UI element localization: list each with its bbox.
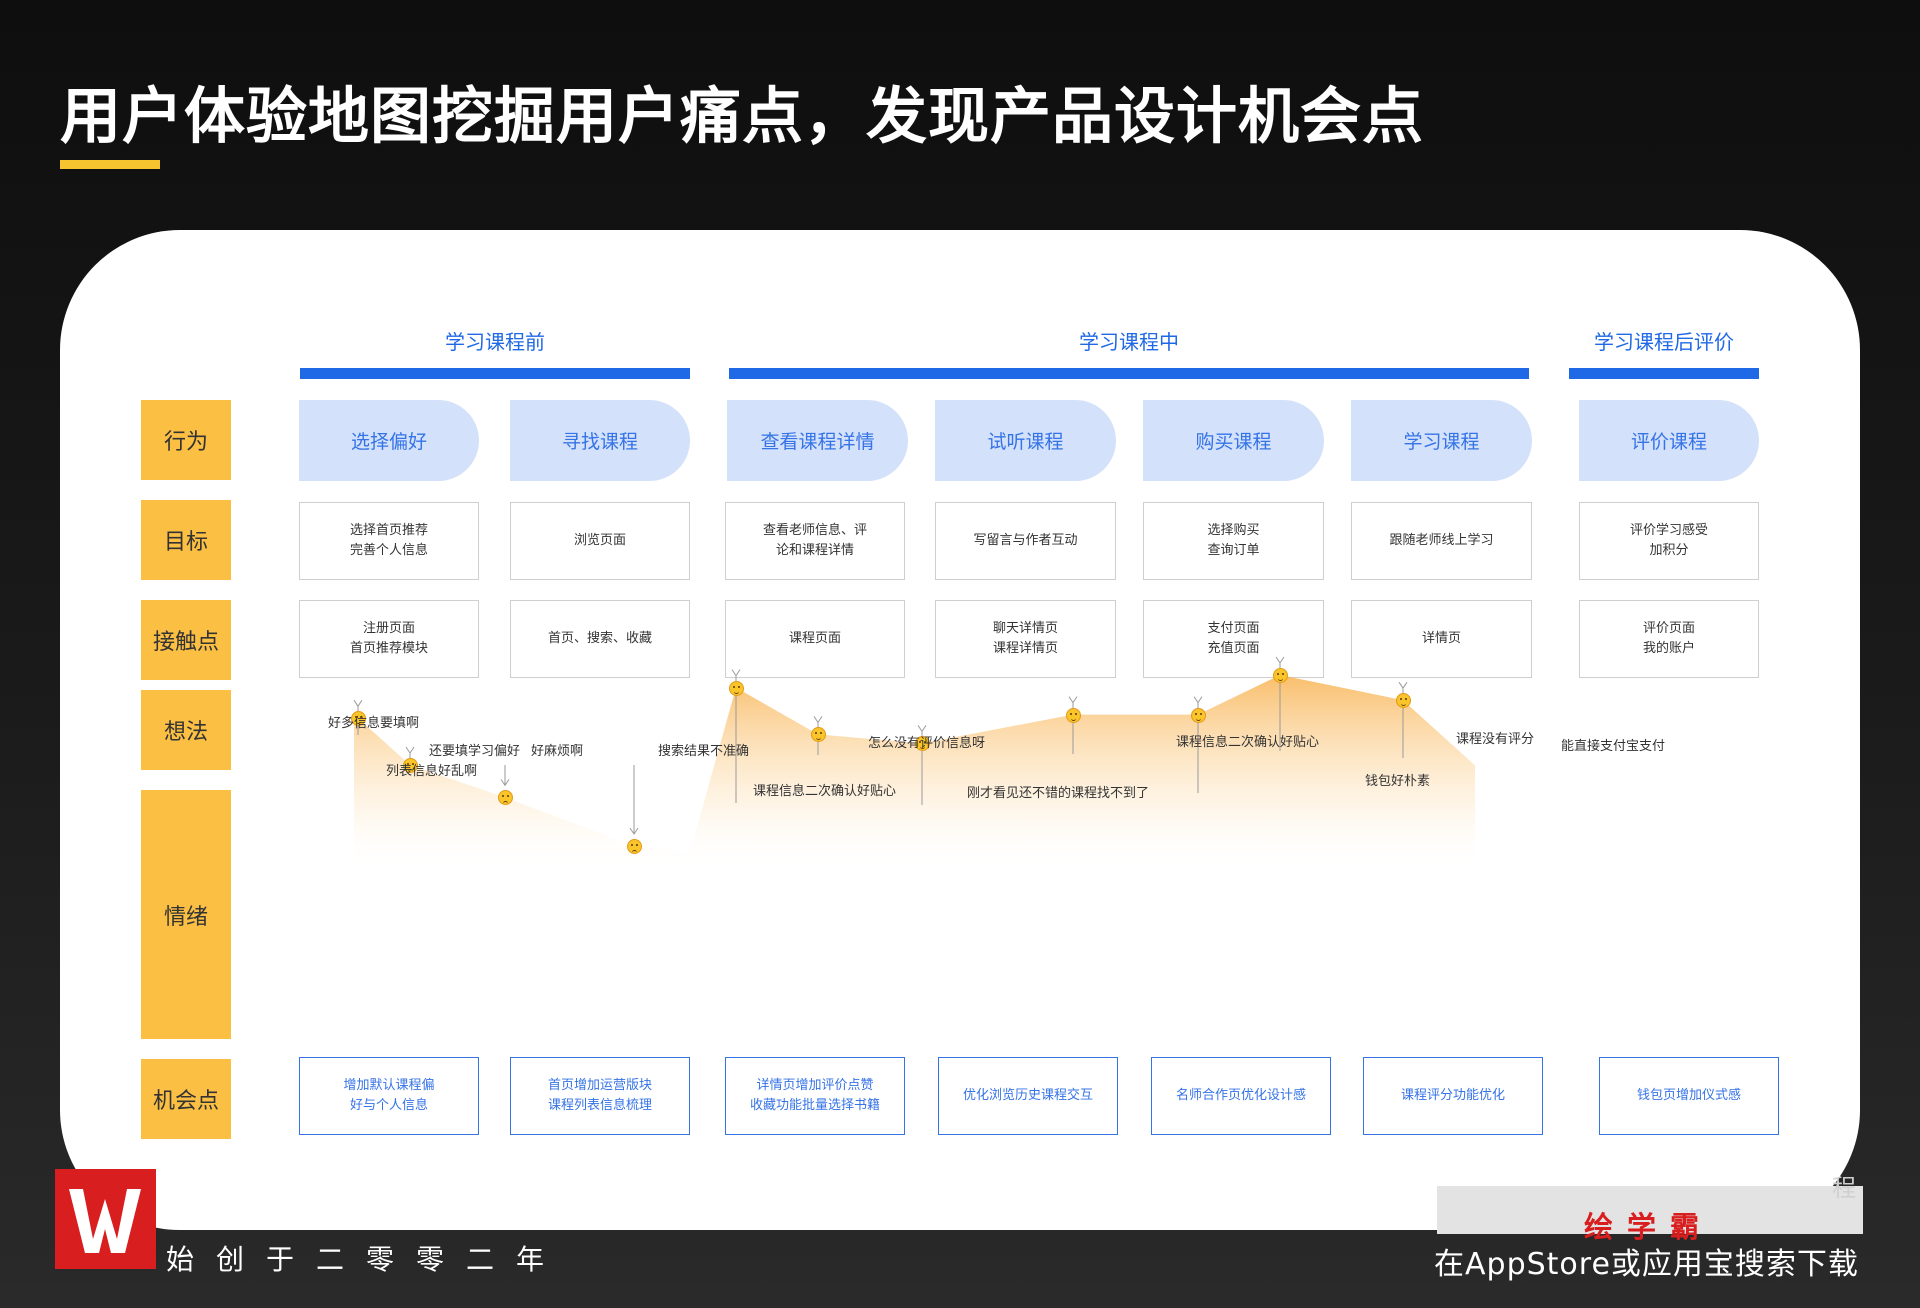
touchpoint-box: 支付页面 充值页面	[1143, 600, 1324, 678]
promo-brand: 绘学霸	[1584, 1210, 1714, 1244]
behavior-find-course: 寻找课程	[510, 400, 690, 481]
behavior-buy-course: 购买课程	[1143, 400, 1324, 481]
stage-label-during: 学习课程中	[1079, 330, 1179, 354]
goal-box: 评价学习感受 加积分	[1579, 502, 1759, 580]
row-label-goal: 目标	[141, 500, 231, 580]
thought-text: 怎么没有评价信息呀	[868, 736, 986, 751]
touchpoint-box: 详情页	[1351, 600, 1532, 678]
touchpoint-box: 首页、搜索、收藏	[510, 600, 690, 678]
row-label-thoughts: 想法	[141, 690, 231, 770]
thought-arrowhead	[1193, 696, 1203, 704]
thought-text: 课程信息二次确认好贴心	[1176, 735, 1320, 750]
touchpoint-box: 注册页面 首页推荐模块	[299, 600, 479, 678]
thought-text: 钱包好朴素	[1365, 774, 1431, 789]
behavior-select-preference: 选择偏好	[299, 400, 479, 481]
emotion-emoji-icon	[1066, 707, 1081, 723]
brand-logo	[55, 1169, 156, 1269]
stage-bar-during	[729, 368, 1529, 379]
thought-arrowhead	[405, 746, 415, 754]
thought-text: 刚才看见还不错的课程找不到了	[967, 786, 1150, 801]
emotion-emoji-icon	[498, 790, 513, 806]
behavior-study-course: 学习课程	[1351, 400, 1532, 481]
thought-text: 还要填学习偏好	[429, 744, 521, 759]
emotion-emoji-icon	[1396, 693, 1411, 709]
emotion-emoji-icon	[1273, 668, 1288, 683]
thought-text: 课程信息二次确认好贴心	[753, 784, 897, 799]
stage-bar-before	[300, 368, 690, 379]
emotion-emoji-icon	[627, 839, 642, 854]
opportunity-box: 名师合作页优化设计感	[1151, 1057, 1331, 1135]
emotion-emoji-icon	[729, 680, 744, 696]
emotion-emoji-icon	[915, 736, 930, 752]
thought-text: 搜索结果不准确	[658, 744, 750, 759]
page-title: 用户体验地图挖掘用户痛点，发现产品设计机会点	[60, 81, 1425, 152]
thought-arrowhead	[353, 699, 363, 708]
opportunity-box: 详情页增加评价点赞 收藏功能批量选择书籍	[725, 1057, 905, 1135]
thought-arrowhead	[731, 669, 741, 677]
behavior-trial-listen: 试听课程	[935, 400, 1116, 481]
row-label-emotion: 情绪	[141, 790, 231, 1039]
row-label-opportunity: 机会点	[141, 1059, 231, 1139]
thought-text: 能直接支付宝支付	[1561, 739, 1666, 754]
download-cta: 在AppStore或应用宝搜索下载	[1434, 1247, 1859, 1282]
behavior-rate-course: 评价课程	[1579, 400, 1759, 481]
emotion-emoji-icon	[811, 727, 826, 743]
emotion-emoji-icon	[351, 711, 366, 727]
emotion-emoji-icon	[1191, 707, 1206, 723]
thought-text: 好麻烦啊	[531, 744, 584, 759]
row-label-touchpoint: 接触点	[141, 600, 231, 680]
opportunity-box: 优化浏览历史课程交互	[938, 1057, 1118, 1135]
stage-bar-after	[1569, 368, 1759, 379]
thought-text: 好多信息要填啊	[328, 716, 420, 731]
thought-text: 课程没有评分	[1456, 732, 1535, 747]
stage-label-after: 学习课程后评价	[1594, 330, 1734, 354]
journey-map-card: 学习课程前 学习课程中 学习课程后评价 行为 目标 接触点 想法 情绪 机会点 …	[60, 230, 1860, 1230]
thought-arrowhead	[1068, 696, 1078, 704]
emotion-emoji-icon	[403, 758, 418, 773]
goal-box: 浏览页面	[510, 502, 690, 580]
thought-arrowhead	[500, 779, 510, 787]
thought-arrowhead	[813, 716, 823, 724]
goal-box: 写留言与作者互动	[935, 502, 1116, 580]
thought-arrowhead	[917, 725, 927, 733]
emotion-area	[354, 675, 1475, 870]
goal-box: 跟随老师线上学习	[1351, 502, 1532, 580]
goal-box: 选择购买 查询订单	[1143, 502, 1324, 580]
goal-box: 选择首页推荐 完善个人信息	[299, 502, 479, 580]
promo-box	[1437, 1186, 1863, 1234]
thought-arrowhead	[629, 827, 639, 835]
title-underline	[60, 160, 160, 169]
row-label-behavior: 行为	[141, 400, 231, 480]
opportunity-box: 增加默认课程偏 好与个人信息	[299, 1057, 479, 1135]
opportunity-box: 课程评分功能优化	[1363, 1057, 1543, 1135]
behavior-view-detail: 查看课程详情	[727, 400, 908, 481]
opportunity-box: 钱包页增加仪式感	[1599, 1057, 1779, 1135]
stage-label-before: 学习课程前	[445, 330, 545, 354]
thought-text: 列表信息好乱啊	[386, 764, 478, 779]
opportunity-box: 首页增加运营版块 课程列表信息梳理	[510, 1057, 690, 1135]
slogan: 始创于二零零二年	[166, 1243, 567, 1276]
touchpoint-box: 课程页面	[725, 600, 905, 678]
thought-arrowhead	[1398, 681, 1408, 690]
touchpoint-box: 聊天详情页 课程详情页	[935, 600, 1116, 678]
goal-box: 查看老师信息、评 论和课程详情	[725, 502, 905, 580]
promo-side-char: 程	[1832, 1174, 1856, 1202]
thought-arrowhead	[1275, 656, 1285, 664]
touchpoint-box: 评价页面 我的账户	[1579, 600, 1759, 678]
